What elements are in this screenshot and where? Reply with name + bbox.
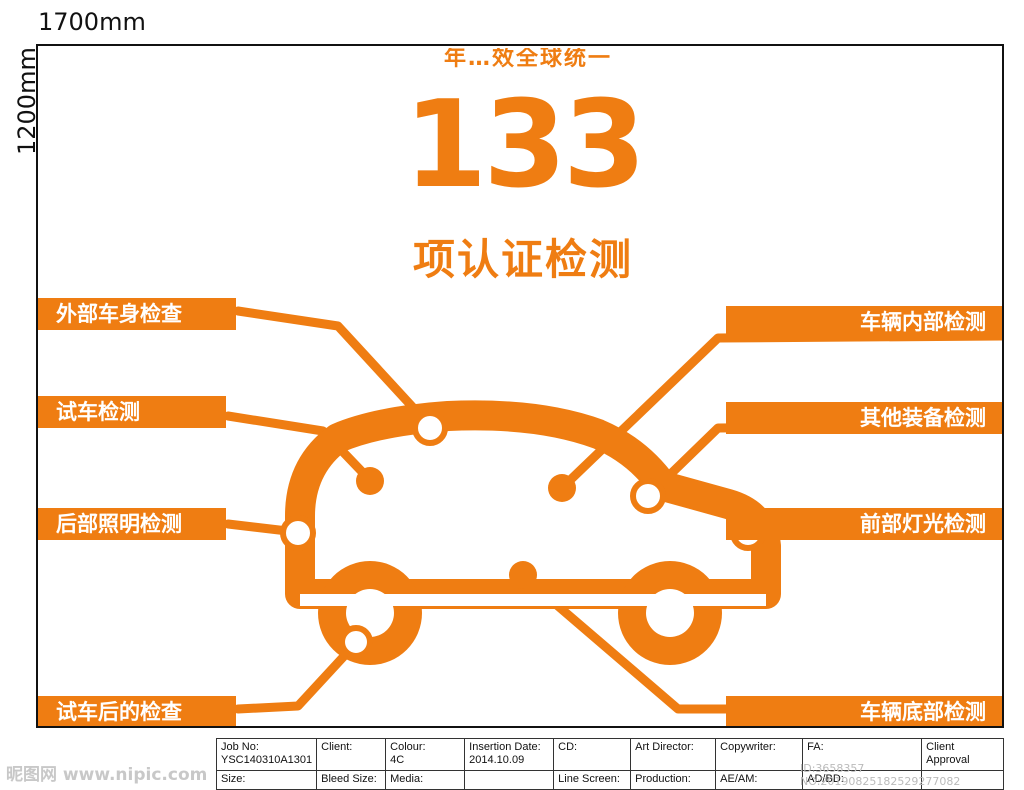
label-front-lighting: 前部灯光检测 bbox=[726, 508, 1002, 540]
headline-top-line: 年…效全球统一 bbox=[443, 48, 612, 70]
label-test-drive: 试车检测 bbox=[38, 396, 226, 428]
car-diagram bbox=[223, 306, 1002, 714]
job-no-cell: Job No:YSC140310A1301 bbox=[215, 737, 318, 772]
connector-after-test bbox=[233, 636, 363, 714]
colour-cell: Colour:4C bbox=[385, 737, 466, 772]
fa-cell: FA: bbox=[802, 737, 923, 772]
headline-number: 133 bbox=[403, 76, 647, 215]
job-info-table: Job No:YSC140310A1301 Client: Colour:4C … bbox=[215, 737, 1004, 790]
ad-bd-cell: AD/BD: bbox=[802, 770, 923, 790]
bleed-size-cell: Bleed Size: bbox=[316, 770, 387, 790]
client-approval-cell: Client Approval bbox=[921, 737, 1004, 772]
ground-gap bbox=[300, 594, 766, 606]
insertion-date-cell: Insertion Date:2014.10.09 bbox=[464, 737, 555, 772]
label-underbody-check: 车辆底部检测 bbox=[726, 696, 1002, 726]
label-exterior-body-check: 外部车身检查 bbox=[38, 298, 236, 330]
copywriter-cell: Copywriter: bbox=[715, 737, 804, 772]
car-body-outline bbox=[285, 400, 781, 609]
label-rear-lighting: 后部照明检测 bbox=[38, 508, 226, 540]
label-after-test-drive: 试车后的检查 bbox=[38, 696, 236, 726]
connector-exterior bbox=[233, 306, 435, 431]
size-cell: Size: bbox=[215, 770, 318, 790]
width-dimension-label: 1700mm bbox=[38, 8, 146, 36]
production-cell: Production: bbox=[630, 770, 717, 790]
poster-board: 年…效全球统一 133 项认证检测 bbox=[36, 44, 1004, 728]
label-other-equipment: 其他装备检测 bbox=[726, 402, 1002, 434]
node-points-solid bbox=[356, 467, 576, 589]
line-screen-cell: Line Screen: bbox=[553, 770, 632, 790]
watermark-right: ID:3658357 NO:20190825182529277082 bbox=[800, 762, 961, 788]
client-cell: Client: bbox=[316, 737, 387, 772]
cd-cell: CD: bbox=[553, 737, 632, 772]
media-cell: Media: bbox=[385, 770, 466, 790]
watermark-left: 昵图网 www.nipic.com bbox=[6, 765, 208, 785]
blank-cell-1 bbox=[464, 770, 555, 790]
ae-am-cell: AE/AM: bbox=[715, 770, 804, 790]
headline-subtitle: 项认证检测 bbox=[412, 235, 633, 284]
blank-cell-2 bbox=[921, 770, 1004, 790]
label-interior-check: 车辆内部检测 bbox=[726, 306, 1002, 338]
art-director-cell: Art Director: bbox=[630, 737, 717, 772]
